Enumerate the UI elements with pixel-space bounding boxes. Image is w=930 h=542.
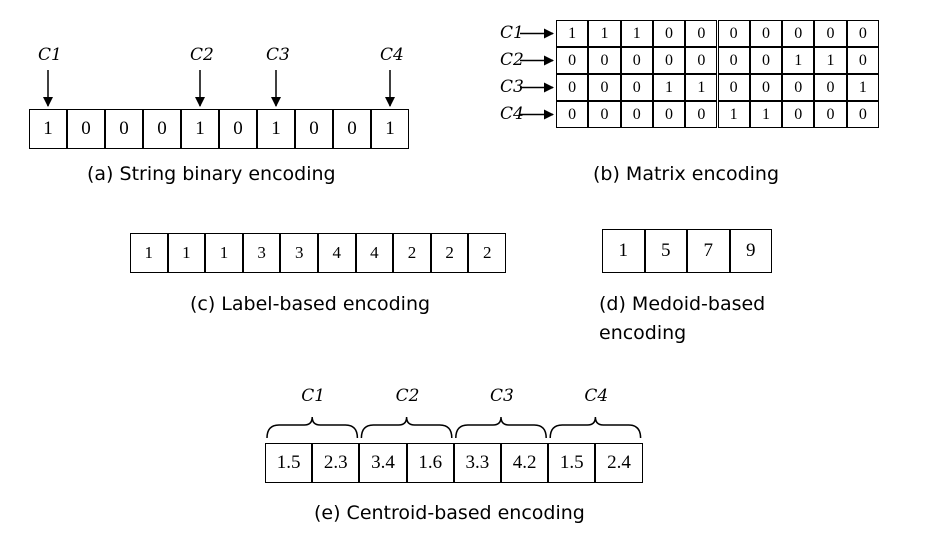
matrix-cell: 1 <box>782 47 815 74</box>
matrix-cell: 0 <box>620 74 653 101</box>
centroid-cell: 1.5 <box>548 443 596 483</box>
matrix-cell: 1 <box>685 74 718 101</box>
matrix-cell: 0 <box>846 20 879 47</box>
matrix-cell: 0 <box>814 74 847 101</box>
matrix-cell: 0 <box>685 47 718 74</box>
matrix-cell: 0 <box>588 74 621 101</box>
label-cell: 3 <box>242 233 281 273</box>
centroid-cell: 4.2 <box>501 443 549 483</box>
matrix-cell: 0 <box>556 101 589 128</box>
matrix-cell: 0 <box>846 101 879 128</box>
matrix-cell: 1 <box>556 20 589 47</box>
matrix-cell: 0 <box>685 101 718 128</box>
caption-d-line1: (d) Medoid-based <box>599 293 766 315</box>
label-cell: 1 <box>167 233 206 273</box>
matrix-cell: 0 <box>717 74 750 101</box>
group-label: C3 <box>490 386 514 406</box>
matrix-cell: 1 <box>814 47 847 74</box>
centroid-cell: 3.4 <box>359 443 407 483</box>
binary-cell: 0 <box>295 109 333 149</box>
matrix-cell: 0 <box>588 101 621 128</box>
centroid-cell: 1.5 <box>265 443 313 483</box>
label-cell: 1 <box>130 233 168 273</box>
caption-b: (b) Matrix encoding <box>593 163 780 185</box>
label-cell: 2 <box>430 233 469 273</box>
group-label: C2 <box>395 386 420 406</box>
group-brace <box>266 416 359 439</box>
matrix-cell: 1 <box>620 20 653 47</box>
matrix-cell: 0 <box>814 20 847 47</box>
matrix-row-label: C2 <box>500 50 524 70</box>
matrix-cell: 0 <box>749 47 783 74</box>
matrix-cell: 0 <box>782 74 815 101</box>
caption-d-line2: encoding <box>599 322 687 344</box>
matrix-cell: 0 <box>717 20 750 47</box>
group-label: C4 <box>584 386 609 406</box>
group-label: C1 <box>301 386 326 406</box>
matrix-cell: 0 <box>652 47 686 74</box>
medoid-cell: 9 <box>729 229 772 273</box>
matrix-cell: 0 <box>717 47 750 74</box>
pointer-label: C1 <box>38 45 62 65</box>
binary-cell: 1 <box>181 109 219 149</box>
matrix-cell: 0 <box>749 74 783 101</box>
binary-cell: 1 <box>257 109 295 149</box>
matrix-cell: 0 <box>652 20 686 47</box>
caption-a: (a) String binary encoding <box>87 163 336 185</box>
matrix-cell: 1 <box>652 74 686 101</box>
matrix-cell: 0 <box>846 47 879 74</box>
label-cell: 2 <box>468 233 506 273</box>
matrix-cell: 0 <box>782 20 815 47</box>
centroid-cell: 1.6 <box>406 443 454 483</box>
centroid-cell: 3.3 <box>453 443 501 483</box>
group-brace <box>360 416 453 439</box>
matrix-cell: 0 <box>588 47 621 74</box>
matrix-cell: 1 <box>717 101 750 128</box>
label-cell: 1 <box>205 233 243 273</box>
medoid-cell: 5 <box>644 229 687 273</box>
matrix-cell: 1 <box>846 74 879 101</box>
centroid-cell: 2.3 <box>312 443 360 483</box>
matrix-cell: 1 <box>588 20 621 47</box>
label-cell: 3 <box>280 233 318 273</box>
binary-cell: 0 <box>219 109 257 149</box>
pointer-label: C4 <box>380 45 404 65</box>
binary-cell: 0 <box>143 109 181 149</box>
binary-cell: 0 <box>333 109 371 149</box>
binary-cell: 1 <box>371 109 409 149</box>
pointer-label: C2 <box>190 45 214 65</box>
matrix-cell: 0 <box>749 20 783 47</box>
matrix-cell: 1 <box>749 101 783 128</box>
medoid-cell: 1 <box>602 229 645 273</box>
group-brace <box>455 416 547 439</box>
matrix-row-label: C4 <box>500 104 524 124</box>
matrix-cell: 0 <box>782 101 815 128</box>
matrix-cell: 0 <box>620 47 653 74</box>
matrix-cell: 0 <box>652 101 686 128</box>
matrix-row-label: C1 <box>500 23 524 43</box>
matrix-cell: 0 <box>814 101 847 128</box>
binary-cell: 1 <box>29 109 67 149</box>
label-cell: 4 <box>355 233 394 273</box>
centroid-cell: 2.4 <box>595 443 643 483</box>
binary-cell: 0 <box>67 109 105 149</box>
group-brace <box>549 416 642 439</box>
caption-e: (e) Centroid-based encoding <box>314 502 585 524</box>
caption-c: (c) Label-based encoding <box>190 293 431 315</box>
binary-cell: 0 <box>105 109 143 149</box>
matrix-cell: 0 <box>685 20 718 47</box>
matrix-cell: 0 <box>620 101 653 128</box>
matrix-row-label: C3 <box>500 77 524 97</box>
matrix-cell: 0 <box>556 47 589 74</box>
pointer-label: C3 <box>266 45 290 65</box>
matrix-cell: 0 <box>556 74 589 101</box>
label-cell: 4 <box>318 233 356 273</box>
medoid-cell: 7 <box>687 229 730 273</box>
label-cell: 2 <box>393 233 431 273</box>
